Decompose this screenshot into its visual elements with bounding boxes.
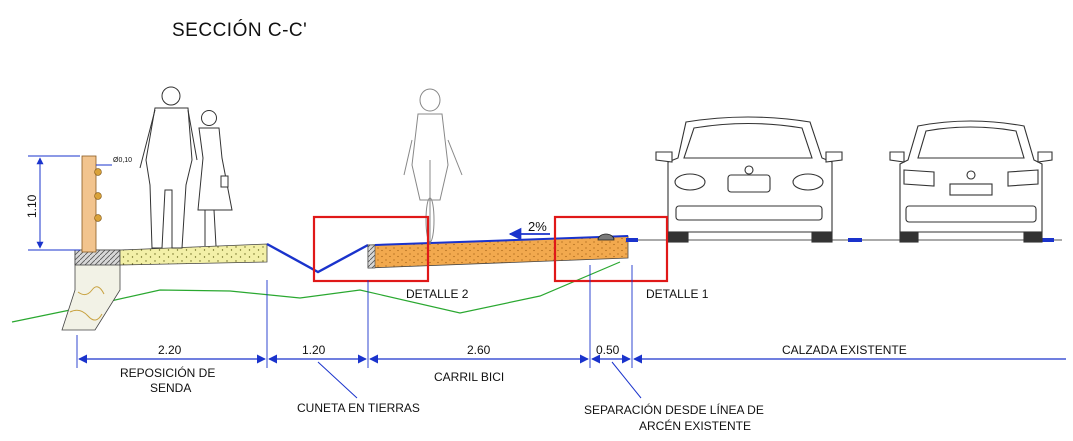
carril-bici-label: CARRIL BICI [434,370,504,384]
leader-lines [317,361,642,399]
dimension-2-20: 2.20 [158,343,182,357]
reposicion-label-line1: REPOSICIÓN DE [120,365,215,380]
height-dimension-label: 1.10 [25,194,39,218]
cuneta-ditch [266,242,369,274]
post-diameter-label: Ø0,10 [113,157,132,164]
reposicion-label-line2: SENDA [150,381,191,395]
separacion-label-line2: ARCÉN EXISTENTE [639,418,751,433]
bike-lane [367,233,629,269]
drawing-title: SECCIÓN C-C' [172,19,307,41]
dimension-extension-lines [76,265,633,368]
slope-label: 2% [528,219,547,234]
car-front-figure [655,116,843,243]
car-rear-figure [889,120,1053,243]
pedestrians-figure [139,86,233,249]
dimension-0-50: 0.50 [596,343,620,357]
detail-1-box [553,215,669,283]
dimension-2-60: 2.60 [467,343,491,357]
existing-road [626,238,1062,242]
cuneta-label: CUNETA EN TIERRAS [297,401,420,415]
detail-2-label: DETALLE 2 [406,287,469,301]
railing-foundation [61,249,121,331]
detail-1-label: DETALLE 1 [646,287,709,301]
separacion-label-line1: SEPARACIÓN DESDE LÍNEA DE [584,402,764,417]
dimension-1-20: 1.20 [302,343,326,357]
wooden-railing: Ø0,10 [81,155,132,253]
dimension-calzada-label: CALZADA EXISTENTE [782,343,907,357]
pedestrian-path [119,243,268,266]
detail-2-box [312,215,430,283]
slope-indicator: 2% [508,219,550,241]
height-dimension: 1.10 [25,155,80,251]
cyclist-figure [403,88,463,244]
